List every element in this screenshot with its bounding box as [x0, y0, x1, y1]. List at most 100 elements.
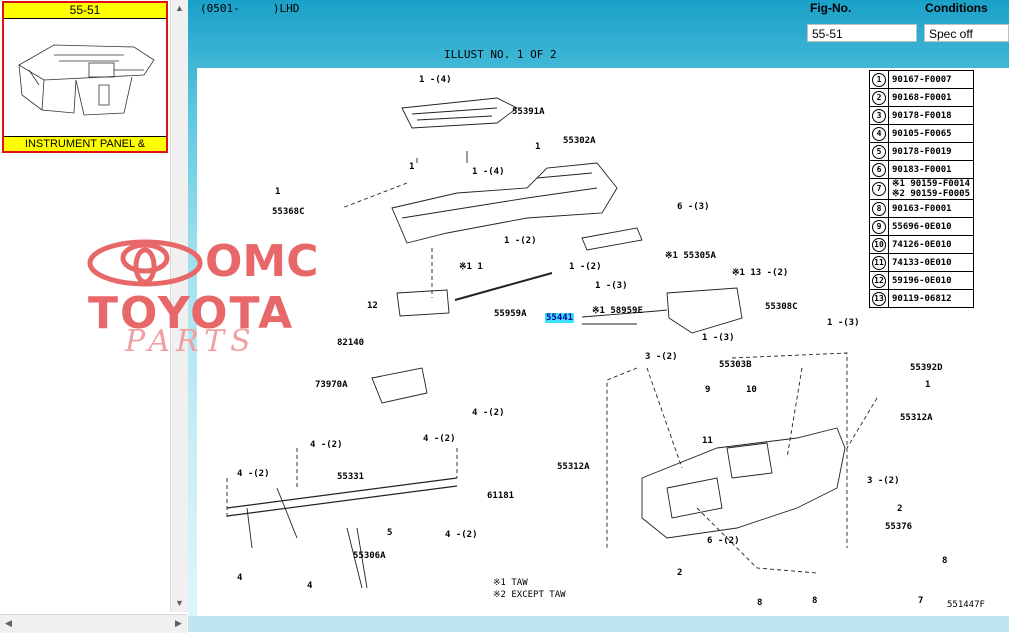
parts-table-row[interactable]: 11 74133-0E010: [869, 253, 974, 272]
part-number[interactable]: 90119-06812: [892, 293, 952, 304]
part-number[interactable]: ※1 90159-F0014: [892, 179, 970, 189]
label-55303b[interactable]: 55303B: [719, 360, 752, 370]
label-2-b[interactable]: 2: [677, 568, 683, 578]
label-55302a[interactable]: 55302A: [563, 136, 596, 146]
figure-thumbnail[interactable]: 55-51 INSTRUMENT PANEL &: [2, 1, 168, 153]
left-pane-scrollbar[interactable]: ▲ ▼: [170, 0, 188, 612]
part-number[interactable]: 55696-0E010: [892, 221, 952, 232]
label-1-2-b[interactable]: 1 -(2): [569, 262, 602, 272]
label-tx1-1[interactable]: ※1 1: [459, 262, 483, 272]
scroll-left-icon[interactable]: ◀: [5, 618, 12, 628]
scroll-down-icon[interactable]: ▼: [175, 598, 184, 608]
fig-no-label: Fig-No.: [810, 1, 852, 15]
label-4-2-c[interactable]: 4 -(2): [310, 440, 343, 450]
part-number-alt[interactable]: ※2 90159-F0005: [892, 189, 970, 199]
label-12[interactable]: 12: [367, 301, 378, 311]
label-8-c[interactable]: 8: [812, 596, 818, 606]
label-55308c[interactable]: 55308C: [765, 302, 798, 312]
part-number[interactable]: 74126-0E010: [892, 239, 952, 250]
ref-number-circle: 11: [872, 255, 886, 270]
label-55959a[interactable]: 55959A: [494, 309, 527, 319]
part-number[interactable]: 74133-0E010: [892, 257, 952, 268]
label-6-2[interactable]: 6 -(2): [707, 536, 740, 546]
part-number[interactable]: 90183-F0001: [892, 164, 952, 175]
parts-table-row[interactable]: 13 90119-06812: [869, 289, 974, 308]
label-6-3[interactable]: 6 -(3): [677, 202, 710, 212]
label-55368c[interactable]: 55368C: [272, 207, 305, 217]
label-73970a[interactable]: 73970A: [315, 380, 348, 390]
label-55305a[interactable]: ※1 55305A: [665, 251, 716, 261]
label-1-b[interactable]: 1: [409, 162, 415, 172]
label-1-3-b[interactable]: 1 -(3): [702, 333, 735, 343]
label-1-4[interactable]: 1 -(4): [419, 75, 452, 85]
conditions-field[interactable]: Spec off: [924, 24, 1009, 42]
parts-table-row[interactable]: 7※1 90159-F0014※2 90159-F0005: [869, 178, 974, 200]
label-4-2-b[interactable]: 4 -(2): [423, 434, 456, 444]
label-4-b[interactable]: 4: [307, 581, 313, 591]
scroll-right-icon[interactable]: ▶: [175, 618, 182, 628]
label-1-3-c[interactable]: 1 -(3): [827, 318, 860, 328]
label-82140[interactable]: 82140: [337, 338, 365, 348]
part-number[interactable]: 90167-F0007: [892, 74, 952, 85]
label-55441[interactable]: 55441: [545, 313, 575, 323]
part-number[interactable]: 59196-0E010: [892, 275, 952, 286]
label-9[interactable]: 9: [705, 385, 711, 395]
label-7[interactable]: 7: [918, 596, 924, 606]
label-8-b[interactable]: 8: [757, 598, 763, 608]
label-55331[interactable]: 55331: [337, 472, 365, 482]
label-55391a[interactable]: 55391A: [512, 107, 545, 117]
label-13-2[interactable]: ※1 13 -(2): [732, 268, 789, 278]
label-1-4-b[interactable]: 1 -(4): [472, 167, 505, 177]
label-61181[interactable]: 61181: [487, 491, 515, 501]
parts-table-ref-cell: 6: [869, 160, 889, 179]
part-number[interactable]: 90163-F0001: [892, 203, 952, 214]
label-5[interactable]: 5: [387, 528, 393, 538]
label-4-2-a[interactable]: 4 -(2): [472, 408, 505, 418]
label-8-a[interactable]: 8: [942, 556, 948, 566]
label-11[interactable]: 11: [702, 436, 713, 446]
label-58959e[interactable]: ※1 58959E: [592, 306, 643, 316]
part-number[interactable]: 90178-F0018: [892, 110, 952, 121]
label-55312a-left[interactable]: 55312A: [557, 462, 590, 472]
label-55376[interactable]: 55376: [885, 522, 913, 532]
parts-table-row[interactable]: 6 90183-F0001: [869, 160, 974, 179]
label-3-2-a[interactable]: 3 -(2): [645, 352, 678, 362]
label-55306a[interactable]: 55306A: [353, 551, 386, 561]
parts-table-ref-cell: 12: [869, 271, 889, 290]
label-55312a-right[interactable]: 55312A: [900, 413, 933, 423]
label-10[interactable]: 10: [746, 385, 757, 395]
ref-number-circle: 13: [872, 291, 886, 306]
label-4-a[interactable]: 4: [237, 573, 243, 583]
left-pane-hscrollbar[interactable]: ◀ ▶: [0, 614, 187, 633]
label-3-2-b[interactable]: 3 -(2): [867, 476, 900, 486]
scroll-up-icon[interactable]: ▲: [175, 3, 184, 13]
label-4-2-e[interactable]: 4 -(2): [445, 530, 478, 540]
label-4-2-d[interactable]: 4 -(2): [237, 469, 270, 479]
label-55392d[interactable]: 55392D: [910, 363, 943, 373]
thumbnail-caption: INSTRUMENT PANEL &: [4, 136, 166, 151]
fig-no-field[interactable]: 55-51: [807, 24, 917, 42]
part-number[interactable]: 90168-F0001: [892, 92, 952, 103]
label-2-a[interactable]: 2: [897, 504, 903, 514]
label-1-3-a[interactable]: 1 -(3): [595, 281, 628, 291]
label-1-d[interactable]: 1: [925, 380, 931, 390]
parts-table-part-cell: 90167-F0007: [888, 70, 974, 89]
part-number[interactable]: 90178-F0019: [892, 146, 952, 157]
ref-number-circle: 6: [872, 162, 886, 177]
parts-table-part-cell: 90168-F0001: [888, 88, 974, 107]
applicability-code: (0501- )LHD: [200, 2, 300, 15]
diagram-hscrollbar[interactable]: [188, 616, 1009, 632]
label-1-a[interactable]: 1: [535, 142, 541, 152]
label-1-2-a[interactable]: 1 -(2): [504, 236, 537, 246]
label-1-c[interactable]: 1: [275, 187, 281, 197]
part-number[interactable]: 90105-F0065: [892, 128, 952, 139]
